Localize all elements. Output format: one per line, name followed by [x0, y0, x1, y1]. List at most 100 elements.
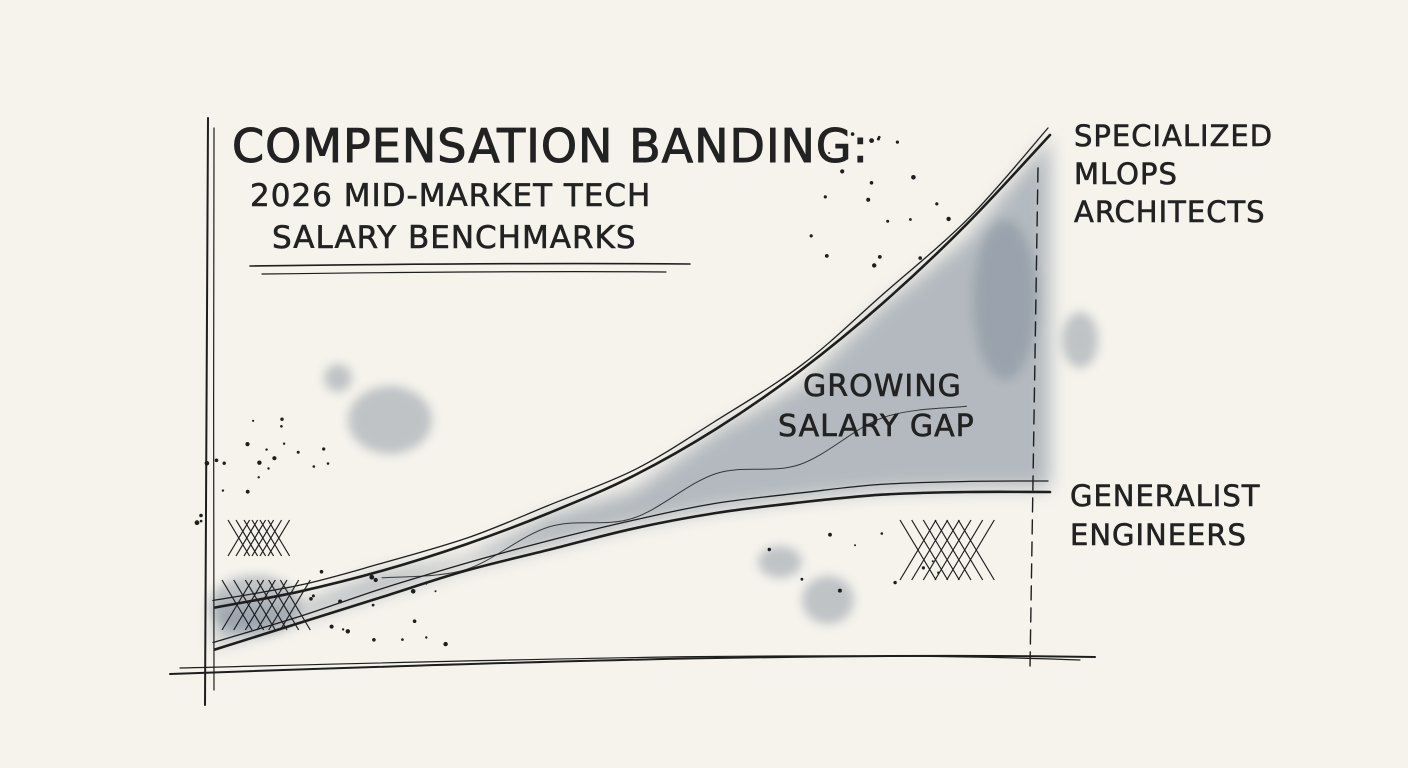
stipple-dot [401, 638, 404, 641]
watercolor-splotch [348, 386, 432, 454]
hatch-stroke [259, 519, 283, 557]
hatch-stroke [911, 519, 949, 581]
stipple-dot [199, 519, 203, 523]
stipple-dot [410, 589, 416, 594]
stipple-dot [880, 532, 884, 535]
series-line-echo-generalist [212, 480, 1049, 644]
stipple-dot [850, 132, 855, 136]
series-line-specialized [213, 133, 1052, 609]
stipple-dot [267, 467, 270, 470]
stipple-dot [372, 638, 376, 642]
annotation-line-1: GROWING [803, 369, 962, 404]
hatch-stroke [244, 579, 276, 631]
series-label-specialized-line-3: ARCHITECTS [1074, 195, 1266, 229]
stipple-dot [858, 138, 863, 143]
stipple-dot [272, 456, 277, 461]
stipple-dot [221, 489, 225, 492]
stipple-dot [322, 447, 326, 451]
series-line-echo-specialized [212, 127, 1049, 602]
x-axis-line-echo [179, 655, 1081, 669]
stipple-dot [194, 520, 200, 526]
stipple-dot [895, 140, 900, 144]
series-label-specialized-line-2: MLOPS [1074, 157, 1178, 191]
stipple-dot [245, 442, 250, 447]
series-label-generalist-line-2: ENGINEERS [1070, 518, 1247, 552]
stipple-dot [828, 532, 832, 537]
title-underline-echo [261, 271, 667, 275]
watercolor-splotch [802, 576, 854, 624]
series-label-specialized-line-1: SPECIALIZED [1074, 119, 1273, 153]
stipple-dot [311, 594, 315, 598]
stipple-dot [341, 628, 345, 631]
stipple-dot [345, 629, 350, 634]
stipple-dot [282, 442, 286, 445]
stipple-dot [280, 425, 283, 428]
stipple-dot [199, 513, 203, 518]
series-line-generalist [213, 490, 1052, 651]
stipple-dot [866, 197, 871, 202]
hatch-stroke [227, 519, 251, 557]
stipple-dot [800, 577, 804, 581]
stipple-dot [886, 219, 890, 223]
stipple-dot [840, 169, 845, 174]
stipple-dot [265, 448, 268, 451]
stipple-dot [854, 544, 856, 547]
axes [169, 117, 1096, 706]
stipple-dot [837, 588, 842, 593]
stipple-dot [257, 476, 260, 479]
series-lines [212, 127, 1052, 651]
stipple-dot [425, 636, 428, 639]
hatch-stroke [957, 519, 995, 581]
stipple-dot [326, 462, 330, 465]
stipple-dot [872, 263, 877, 268]
stipple-dot [876, 137, 880, 141]
series-labels: SPECIALIZED MLOPS ARCHITECTS GENERALIST … [1070, 119, 1273, 553]
right-boundary-dashed [1029, 167, 1039, 669]
stipple-dot [222, 461, 226, 465]
gap-annotation: GROWING SALARY GAP [778, 369, 974, 445]
hatch-stroke [221, 579, 253, 631]
watercolor-splotch [758, 546, 802, 578]
stipple-dot [412, 619, 417, 623]
hatch-stroke [946, 519, 984, 581]
stipple-dot [329, 624, 334, 629]
stipple-dot [931, 560, 934, 563]
gap-squiggle [381, 405, 967, 579]
stipple-dot [214, 458, 219, 463]
stipple-dot [911, 175, 916, 180]
series-label-generalist-line-1: GENERALIST [1070, 479, 1260, 513]
stipple-dot [869, 181, 874, 185]
hatch-stroke [233, 579, 265, 631]
stipple-dot [823, 195, 827, 199]
title-block: COMPENSATION BANDING: 2026 MID-MARKET TE… [232, 119, 869, 275]
stipple-dot [828, 152, 831, 154]
stipple-dot [767, 547, 771, 552]
hatch-stroke [899, 519, 937, 581]
stipple-dot [869, 138, 874, 144]
title-underline [249, 262, 691, 267]
hatch-stroke [934, 519, 972, 581]
stipple-dot [443, 641, 448, 647]
hatch-stroke [267, 519, 291, 557]
stipple-dot [309, 597, 313, 601]
hatch-stroke [243, 519, 267, 557]
watercolor-splotch [973, 220, 1037, 380]
stipple-dot [257, 460, 262, 465]
stipple-dot [921, 566, 926, 570]
stipple-dot [809, 234, 813, 238]
stipple-dot [935, 202, 939, 206]
stipple-dot [252, 419, 255, 422]
stipple-dot [946, 216, 951, 222]
watercolor-splotch [1062, 312, 1098, 368]
stipple-dot [371, 603, 375, 607]
hatch-stroke [251, 519, 275, 557]
stipple-dot [280, 417, 284, 421]
y-axis-line [204, 117, 209, 706]
stipple-dot [434, 590, 437, 593]
stipple-dot [296, 450, 300, 454]
hatch-stroke [235, 519, 259, 557]
stipple-dot [820, 138, 823, 141]
stipple-dot [877, 255, 882, 259]
chart-subtitle-line-2: SALARY BENCHMARKS [272, 220, 637, 256]
